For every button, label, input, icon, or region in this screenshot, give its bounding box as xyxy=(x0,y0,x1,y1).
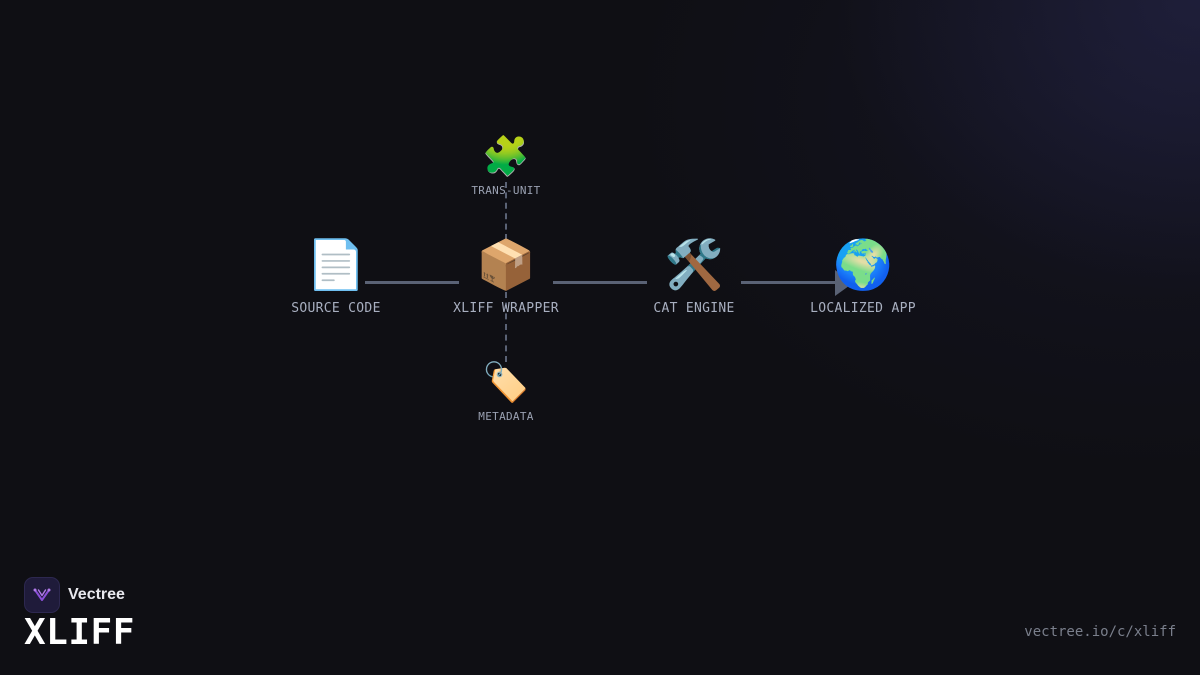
arrow-head xyxy=(835,270,853,296)
document-icon: 📄 xyxy=(306,237,366,293)
brand-name: Vectree xyxy=(68,586,125,603)
edge-wrapper-to-trans-unit xyxy=(505,182,507,240)
node-trans-unit: 🧩 TRANS-UNIT xyxy=(456,134,556,197)
node-label: TRANS-UNIT xyxy=(471,184,541,197)
node-label: LOCALIZED APP xyxy=(810,301,916,316)
node-label: XLIFF WRAPPER xyxy=(453,301,559,316)
node-label: METADATA xyxy=(478,410,534,423)
package-icon: 📦 xyxy=(476,237,536,293)
node-label: SOURCE CODE xyxy=(291,301,381,316)
globe-icon: 🌍 xyxy=(833,237,893,293)
edge-wrapper-to-engine xyxy=(553,281,647,284)
tag-icon: 🏷️ xyxy=(482,360,530,404)
vectree-logo-icon xyxy=(24,577,60,613)
node-source-code: 📄 SOURCE CODE xyxy=(276,237,396,316)
edge-engine-to-localized xyxy=(741,281,837,284)
node-metadata: 🏷️ METADATA xyxy=(456,360,556,423)
node-cat-engine: 🛠️ CAT ENGINE xyxy=(634,237,754,316)
page-url[interactable]: vectree.io/c/xliff xyxy=(1024,624,1176,640)
page-title: XLIFF xyxy=(24,612,135,653)
node-xliff-wrapper: 📦 XLIFF WRAPPER xyxy=(436,237,576,316)
puzzle-icon: 🧩 xyxy=(482,134,530,178)
tools-icon: 🛠️ xyxy=(664,237,724,293)
node-label: CAT ENGINE xyxy=(653,301,735,316)
edge-wrapper-to-metadata xyxy=(505,292,507,362)
node-localized-app: 🌍 LOCALIZED APP xyxy=(798,237,928,316)
brand: Vectree xyxy=(24,577,125,613)
edge-source-to-wrapper xyxy=(365,281,459,284)
